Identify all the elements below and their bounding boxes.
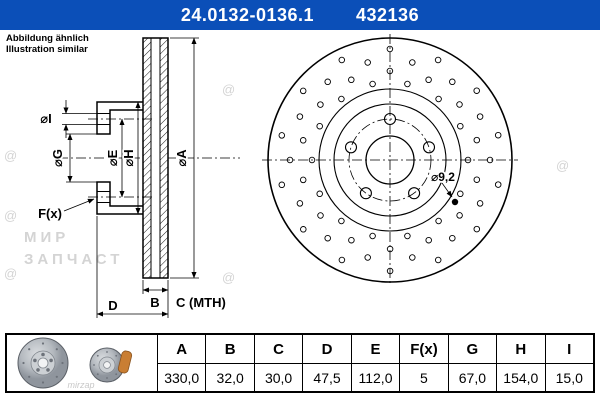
spec-value-g: 67,0 [447,363,497,391]
watermark-logo-icon: @ [222,82,235,97]
callout-leader [441,182,453,198]
spec-col-header-c: C [253,335,302,363]
hat-section-top [96,101,143,135]
thumbnails-graphic: mirzap [17,337,133,390]
bolt-holes [344,112,436,200]
hat-section-bottom [96,181,143,215]
spec-col-header-a: A [157,335,205,363]
spec-col-header-g: G [447,335,496,363]
spec-value-e: 112,0 [350,363,400,391]
dim-label-d: D [108,298,117,313]
referenced-drill-hole [451,198,459,206]
drill-holes [278,45,502,275]
spec-col-header-h: H [496,335,544,363]
spec-col-header-d: D [302,335,350,363]
dim-label-f: F(x) [38,206,62,221]
watermark-text: МИР [24,229,69,246]
spec-value-h: 154,0 [496,363,545,391]
watermark-logo-icon: @ [556,158,569,173]
dim-label-a: ⌀A [174,149,189,167]
thumbnail-watermark: mirzap [67,380,94,390]
spec-col-header-f: F(x) [399,335,447,363]
spec-value-c: 30,0 [253,363,303,391]
leader-line-f [63,198,95,212]
technical-drawing: МИР ЗАПЧАСТ @ @ @ @ @ @ [4,34,569,318]
dim-label-c: C (MTH) [176,295,226,310]
note-line-de: Abbildung ähnlich [6,33,89,44]
dim-label-b: B [150,295,159,310]
dimension-lines [62,37,199,318]
friction-plate-hatch [142,37,152,279]
brake-disc-photo-1 [17,337,69,389]
dim-label-i: ⌀I [40,111,51,126]
spec-value-i: 15,0 [544,363,593,391]
note-line-en: Illustration similar [6,44,88,56]
watermark-logo-icon: @ [4,266,17,281]
watermark-logo-icon: @ [222,270,235,285]
hole-dia-label: ⌀9,2 [431,170,455,184]
spec-table: mirzap A B C D E F(x) G H I 330,0 32,0 3… [5,333,595,393]
reference-number: 432136 [356,4,420,25]
drill-hole-callout: ⌀9,2 [429,168,459,206]
friction-plate-hatch [159,37,169,279]
bolt-circle [348,118,432,202]
friction-inner-circle [318,88,462,232]
product-thumbnails: mirzap [7,335,157,391]
watermark-logo-icon: @ [4,148,17,163]
watermarks: МИР ЗАПЧАСТ @ @ @ @ @ @ [4,82,569,285]
brake-disc-photo-2 [89,347,133,383]
spec-col-header-i: I [544,335,593,363]
cross-section-view [58,37,240,279]
outer-diameter-circle [267,37,513,283]
watermark-text: ЗАПЧАСТ [24,251,123,268]
dim-label-e: ⌀E [105,149,120,166]
dim-label-h: ⌀H [121,149,136,166]
watermark-logo-icon: @ [4,208,17,223]
center-bore-circle [365,135,415,185]
spec-value-f: 5 [399,363,448,391]
spec-value-a: 330,0 [157,363,206,391]
spec-value-d: 47,5 [302,363,351,391]
spec-col-header-b: B [205,335,253,363]
similarity-note: Abbildung ähnlich Illustration similar [6,33,89,56]
part-number: 24.0132-0136.1 [180,4,315,25]
front-view: ⌀9,2 [262,34,518,286]
spec-value-b: 32,0 [205,363,254,391]
spec-col-header-e: E [350,335,399,363]
hat-circle [333,103,447,217]
header-bar: 24.0132-0136.1 432136 [0,0,600,30]
dim-label-g: ⌀G [50,149,65,167]
dimension-labels: ⌀A ⌀H ⌀E ⌀G ⌀I F(x) B C (MTH) D [36,109,226,315]
brake-pad-icon [117,350,133,374]
